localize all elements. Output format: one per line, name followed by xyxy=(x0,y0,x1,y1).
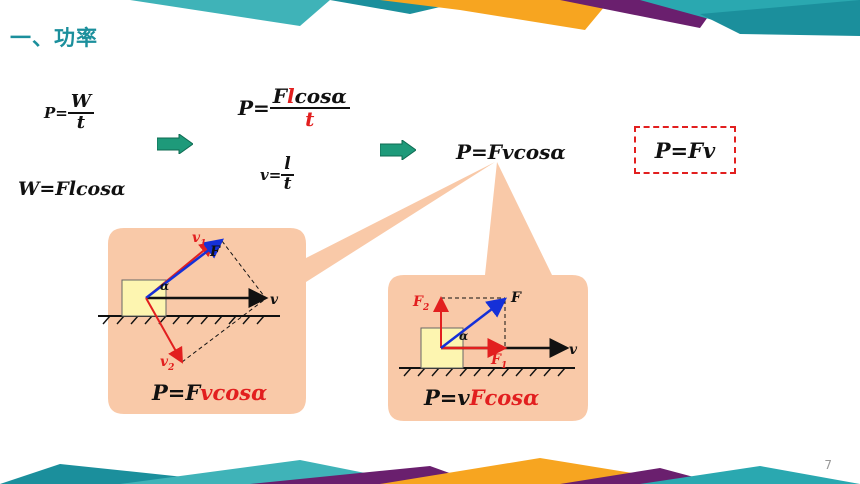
power-fv-formula: P=Fv xyxy=(654,137,716,163)
f2-subscript: 2 xyxy=(422,303,429,313)
velocity-fraction: l t xyxy=(281,155,294,194)
fraction-numerator: W xyxy=(67,92,95,114)
v2-subscript: 2 xyxy=(167,363,174,373)
force-arrow xyxy=(440,297,507,349)
velocity-v2-arrow xyxy=(145,297,183,364)
substituted-fraction: Flcosα t xyxy=(269,84,350,131)
fraction-numerator: l xyxy=(281,155,294,176)
f1-label: F xyxy=(490,352,502,368)
page-number: 7 xyxy=(824,458,832,472)
force-label: F xyxy=(510,290,522,306)
slide-title: 一、功率 xyxy=(10,26,98,50)
f1-subscript: 1 xyxy=(501,361,507,371)
power-fv-box: P=Fv xyxy=(634,126,736,174)
numerator-l: l xyxy=(287,84,295,108)
left-velocity-diagram: v1 F α v v2 xyxy=(98,230,280,373)
v2-label: v xyxy=(160,354,169,370)
power-lhs: P= xyxy=(238,96,270,120)
ground-hatching xyxy=(403,367,566,377)
arrow-right-icon xyxy=(380,140,416,160)
right-caption-prefix: P=v xyxy=(424,385,470,410)
velocity-label: v xyxy=(569,342,578,358)
numerator-cos: cosα xyxy=(294,84,347,108)
bottom-decor-band xyxy=(0,458,860,484)
svg-text:F1: F1 xyxy=(490,352,507,371)
left-caption-prefix: P=F xyxy=(152,380,201,405)
force-arrow xyxy=(145,238,224,299)
fraction-numerator: Flcosα xyxy=(269,84,350,109)
angle-label: α xyxy=(459,329,468,343)
work-over-time-fraction: W t xyxy=(67,92,95,133)
angle-label: α xyxy=(160,279,169,293)
power-lhs: P= xyxy=(44,103,68,122)
numerator-f: F xyxy=(272,84,287,108)
velocity-label: v xyxy=(270,292,279,308)
svg-text:v1: v1 xyxy=(192,230,206,249)
top-decor-band xyxy=(130,0,860,36)
fraction-denominator: t xyxy=(283,173,292,194)
velocity-formula: v= l t xyxy=(260,155,294,194)
right-caption-highlight: Fcosα xyxy=(469,385,540,410)
svg-text:v2: v2 xyxy=(160,354,174,373)
ground-hatching xyxy=(102,315,265,325)
left-caption-highlight: vcosα xyxy=(200,380,268,405)
svg-text:F2: F2 xyxy=(412,294,429,313)
dashed-guide xyxy=(181,299,265,363)
work-formula: W=Flcosα xyxy=(18,178,126,200)
fraction-denominator: t xyxy=(76,111,86,133)
power-substituted: P= Flcosα t xyxy=(238,86,350,130)
force-label: F xyxy=(209,244,221,260)
dashed-guide xyxy=(221,240,265,297)
v1-subscript: 1 xyxy=(200,239,206,249)
v1-label: v xyxy=(192,230,201,246)
arrow-right-icon xyxy=(157,134,193,154)
power-definition: P= W t xyxy=(44,92,95,133)
f2-label: F xyxy=(412,294,424,310)
left-caption: P=Fvcosα xyxy=(152,380,267,405)
velocity-lhs: v= xyxy=(260,165,282,184)
right-force-diagram: F2 F α v F1 xyxy=(399,290,578,377)
power-fvcos-formula: P=Fvcosα xyxy=(456,140,566,164)
fraction-denominator: t xyxy=(305,107,315,131)
right-caption: P=vFcosα xyxy=(424,385,539,410)
